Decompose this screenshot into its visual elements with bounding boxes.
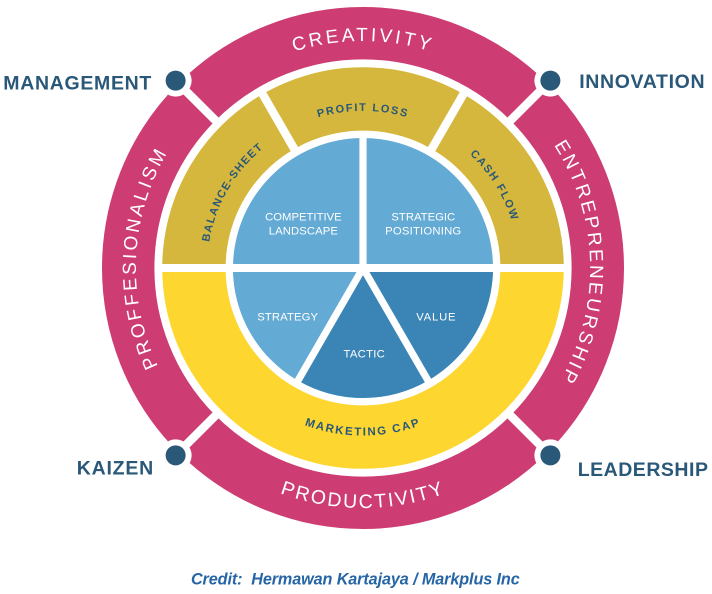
svg-text:MANAGEMENT: MANAGEMENT <box>3 72 152 94</box>
svg-text:Credit: Hermawan Kartajaya /: Credit: Hermawan Kartajaya / Markplus In… <box>191 571 520 589</box>
svg-text:LEADERSHIP: LEADERSHIP <box>578 459 709 481</box>
svg-text:INNOVATION: INNOVATION <box>579 71 705 93</box>
svg-text:STRATEGY: STRATEGY <box>257 311 318 323</box>
svg-text:STRATEGIC: STRATEGIC <box>391 211 455 223</box>
svg-text:POSITIONING: POSITIONING <box>385 226 461 238</box>
svg-text:TACTIC: TACTIC <box>344 349 386 361</box>
svg-text:LANDSCAPE: LANDSCAPE <box>269 226 339 238</box>
svg-text:KAIZEN: KAIZEN <box>77 458 154 480</box>
svg-text:VALUE: VALUE <box>416 311 456 323</box>
svg-text:COMPETITIVE: COMPETITIVE <box>265 211 342 223</box>
